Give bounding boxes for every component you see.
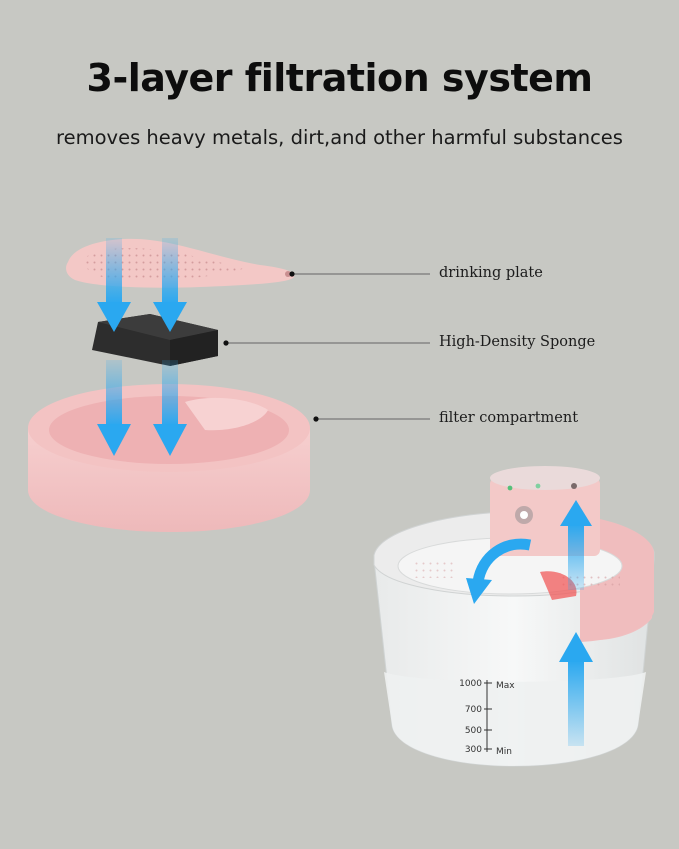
callout-drinking-plate: drinking plate — [439, 265, 543, 281]
scale-min-label: Min — [496, 747, 512, 757]
water-level-scale: 1000 700 500 300 Max Min — [459, 679, 515, 757]
filter-compartment-part — [28, 384, 310, 532]
drinking-plate-part — [66, 238, 295, 288]
sponge-part — [92, 314, 218, 366]
callout-dot — [289, 271, 295, 277]
curved-arrow-icon — [466, 538, 532, 604]
callout-dot — [313, 416, 319, 422]
callout-dot — [223, 340, 229, 346]
scale-mark-1000: 1000 — [459, 679, 482, 689]
callout-lines — [226, 273, 430, 420]
down-arrow-icon — [97, 238, 131, 456]
scale-mark-700: 700 — [465, 705, 482, 715]
callout-high-density-sponge: High-Density Sponge — [439, 334, 596, 350]
scale-mark-500: 500 — [465, 726, 482, 736]
callout-filter-compartment: filter compartment — [439, 410, 579, 426]
up-arrow-icon — [560, 500, 592, 590]
scale-mark-300: 300 — [465, 745, 482, 755]
up-arrow-icon — [559, 632, 593, 746]
down-arrow-icon — [153, 238, 187, 456]
scale-max-label: Max — [496, 681, 515, 691]
page-subtitle: removes heavy metals, dirt,and other har… — [56, 126, 623, 149]
page-title: 3-layer filtration system — [86, 56, 593, 100]
water-fountain — [373, 466, 655, 767]
